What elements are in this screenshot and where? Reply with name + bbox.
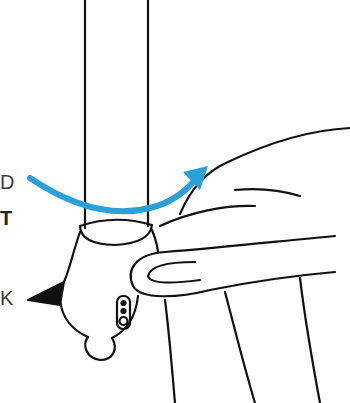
hand-edge bbox=[300, 278, 320, 403]
button-dot bbox=[122, 301, 126, 305]
hand-edge bbox=[225, 292, 255, 403]
rotation-arrow bbox=[30, 178, 195, 211]
cap-body bbox=[112, 296, 138, 338]
cap-body bbox=[64, 232, 80, 282]
pole-edge bbox=[84, 0, 86, 228]
side-pointer bbox=[28, 282, 64, 305]
button-dot bbox=[122, 309, 126, 313]
finger bbox=[180, 128, 350, 214]
pole-edge bbox=[147, 0, 149, 226]
button-panel bbox=[117, 296, 130, 329]
cap-body bbox=[152, 230, 158, 254]
hand-edge bbox=[165, 300, 175, 403]
step-label: T bbox=[0, 208, 12, 228]
cap-body bbox=[60, 300, 88, 337]
device-bottom bbox=[85, 337, 114, 360]
arrow-head bbox=[183, 166, 208, 190]
step-label: K bbox=[0, 288, 13, 308]
button-ring bbox=[120, 317, 128, 325]
finger bbox=[235, 189, 300, 196]
thumbnail bbox=[148, 262, 200, 283]
thumb bbox=[131, 236, 335, 296]
finger bbox=[160, 206, 255, 226]
step-label: D bbox=[0, 172, 14, 192]
cap-rim bbox=[80, 225, 152, 245]
cap-rim bbox=[80, 220, 152, 226]
